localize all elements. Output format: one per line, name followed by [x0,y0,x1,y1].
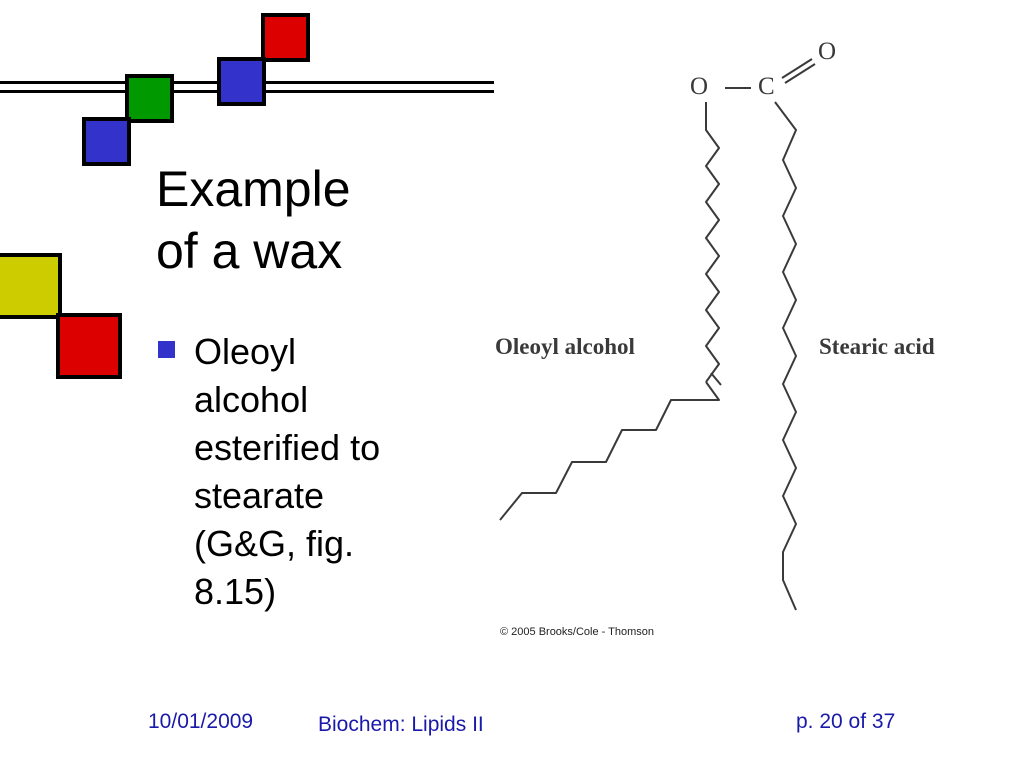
oleoyl-chain-upper [705,102,720,383]
deco-square-green [125,74,174,123]
slide-title: Example of a wax [156,158,476,282]
bullet-list: Oleoyl alcohol esterified to stearate (G… [158,328,428,616]
oleoyl-chain-lower [499,381,720,521]
deco-square-red-top [261,13,310,62]
atom-ester-oxygen: O [690,73,709,100]
atom-carbonyl-oxygen: O [818,38,837,65]
label-stearic-acid: Stearic acid [819,334,935,359]
footer-page-number: p. 20 of 37 [796,710,896,733]
bullet-line-2: alcohol [194,379,309,420]
footer-course: Biochem: Lipids II [318,713,484,736]
footer-date: 10/01/2009 [148,710,254,733]
bullet-line-1: Oleoyl [194,331,297,372]
atom-carbonyl-carbon: C [758,73,775,100]
wax-structure-figure: O C O Oleoyl alcohol Stearic acid [488,30,988,620]
label-oleoyl-alcohol: Oleoyl alcohol [495,334,635,359]
deco-square-blue-upper [217,57,266,106]
title-line-1: Example [156,161,351,217]
deco-square-red-lower [56,313,122,379]
carbonyl-bond-1 [781,58,813,79]
figure-credit: © 2005 Brooks/Cole - Thomson [500,626,655,638]
bullet-item: Oleoyl alcohol esterified to stearate (G… [158,328,428,616]
stearic-chain [774,101,797,611]
bullet-line-5: (G&G, fig. [194,523,355,564]
oleoyl-double-bond [710,372,722,386]
carbonyl-bond-2 [784,63,816,84]
deco-square-blue-lower [82,117,131,166]
bullet-line-3: esterified to [194,427,381,468]
bullet-line-6: 8.15) [194,571,277,612]
bullet-line-4: stearate [194,475,325,516]
square-bullet-icon [158,341,175,358]
deco-square-yellow [0,253,62,319]
title-line-2: of a wax [156,223,343,279]
structure-bonds [499,58,816,611]
